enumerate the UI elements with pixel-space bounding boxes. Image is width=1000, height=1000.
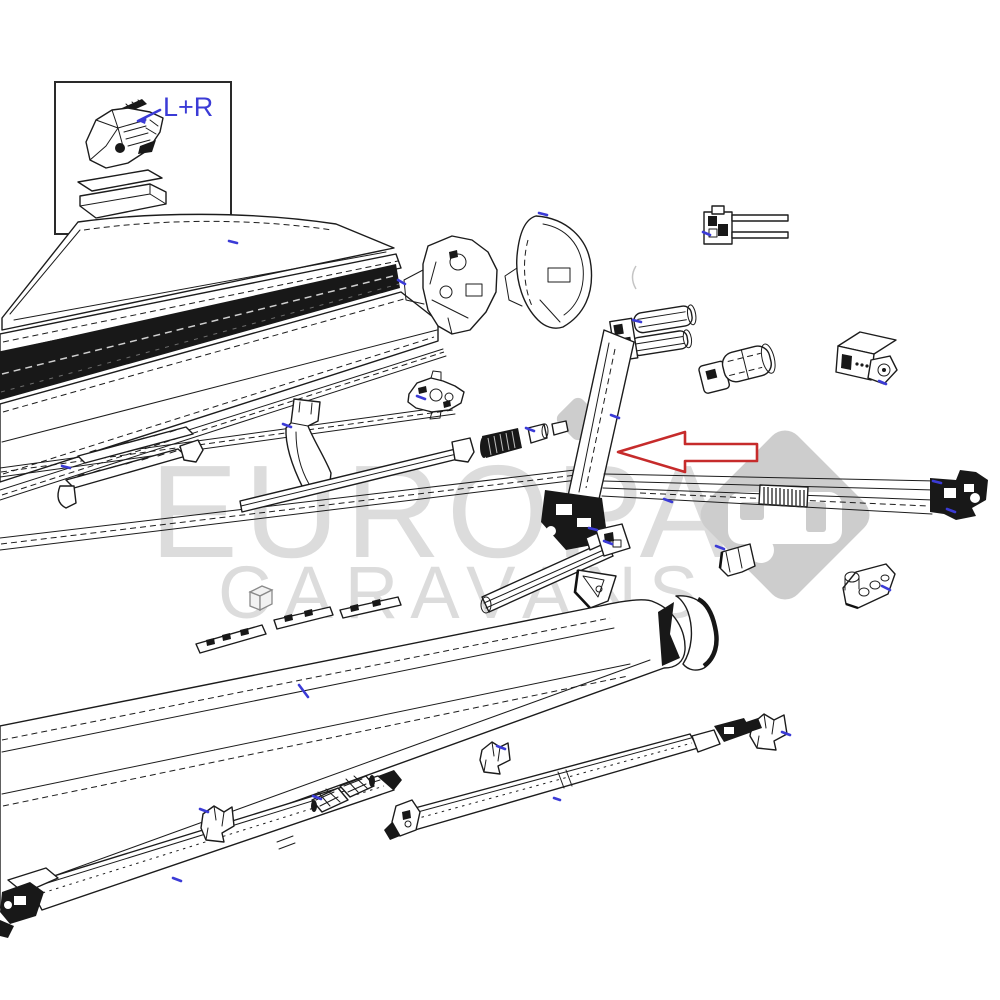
rail-hook-bracket [57, 485, 77, 509]
callout-marker [877, 379, 888, 386]
support-tube [239, 420, 569, 513]
perforated-bracket [842, 563, 896, 610]
case-front-profile [0, 291, 447, 501]
callout-marker [227, 239, 239, 245]
red-pointer-arrow [616, 430, 759, 474]
lead-rail-end-cap [658, 595, 719, 671]
inset-bracket-kit: L+R [54, 81, 232, 235]
callout-marker [537, 211, 549, 217]
grey-spacer-block [248, 585, 274, 612]
spring-arm-elbow [0, 867, 59, 938]
inset-label: L+R [163, 92, 213, 122]
foam-pads-drawing [77, 169, 167, 219]
callout-marker [880, 584, 892, 592]
cylinder-adapter [698, 343, 776, 394]
callout-marker [311, 794, 323, 801]
callout-marker [609, 413, 621, 420]
callout-marker [587, 526, 599, 532]
fabric-strap-bracket [285, 398, 332, 489]
callout-marker [60, 464, 72, 470]
slider-connectors [195, 596, 402, 654]
callout-marker [701, 230, 712, 237]
dark-end-wing [658, 602, 680, 666]
roller-tube-end [595, 523, 631, 557]
fabric-roller-strip [0, 264, 400, 400]
led-mounting-rail [57, 426, 204, 509]
callout-marker [780, 730, 792, 737]
callout-marker [297, 683, 310, 699]
callout-marker [198, 807, 210, 814]
top-cover-panel [1, 213, 395, 331]
callout-marker [602, 539, 614, 546]
tension-arm-elbow [384, 799, 421, 840]
callout-marker [714, 544, 726, 551]
callout-marker [281, 422, 293, 429]
callout-marker [662, 497, 674, 504]
callout-marker [931, 479, 943, 485]
wall-bracket-prongs [703, 205, 789, 245]
tension-arm-fittings [691, 718, 762, 753]
callout-marker [171, 876, 183, 883]
inset-callout-arrowhead [138, 116, 147, 124]
gear-motor-box [835, 331, 898, 385]
universal-joint [311, 775, 375, 813]
horizontal-support-arm [601, 470, 988, 520]
cover-strip-rails [0, 405, 595, 551]
callout-marker [631, 318, 643, 324]
callout-marker [524, 426, 536, 433]
callout-markers [60, 211, 957, 883]
mounting-clip-mid [479, 741, 511, 775]
retainer-clip [718, 543, 756, 577]
tension-knuckle [407, 370, 465, 420]
case-under-strip [0, 253, 402, 353]
watermark-stray-mark [631, 265, 637, 290]
callout-marker [396, 278, 407, 286]
roller-tube [480, 523, 631, 614]
callout-marker [415, 394, 427, 401]
tension-arm [384, 718, 762, 840]
lh-end-cap [403, 235, 498, 335]
mounting-clip-left [200, 805, 235, 843]
callout-marker [552, 796, 562, 802]
callout-marker [945, 507, 957, 514]
rh-end-cap [504, 215, 593, 329]
callout-marker [495, 744, 507, 751]
knurled-fitting [480, 428, 522, 458]
lead-rail-panel [0, 599, 686, 909]
arm-end-fittings [930, 470, 988, 520]
corner-bracket [573, 569, 617, 609]
